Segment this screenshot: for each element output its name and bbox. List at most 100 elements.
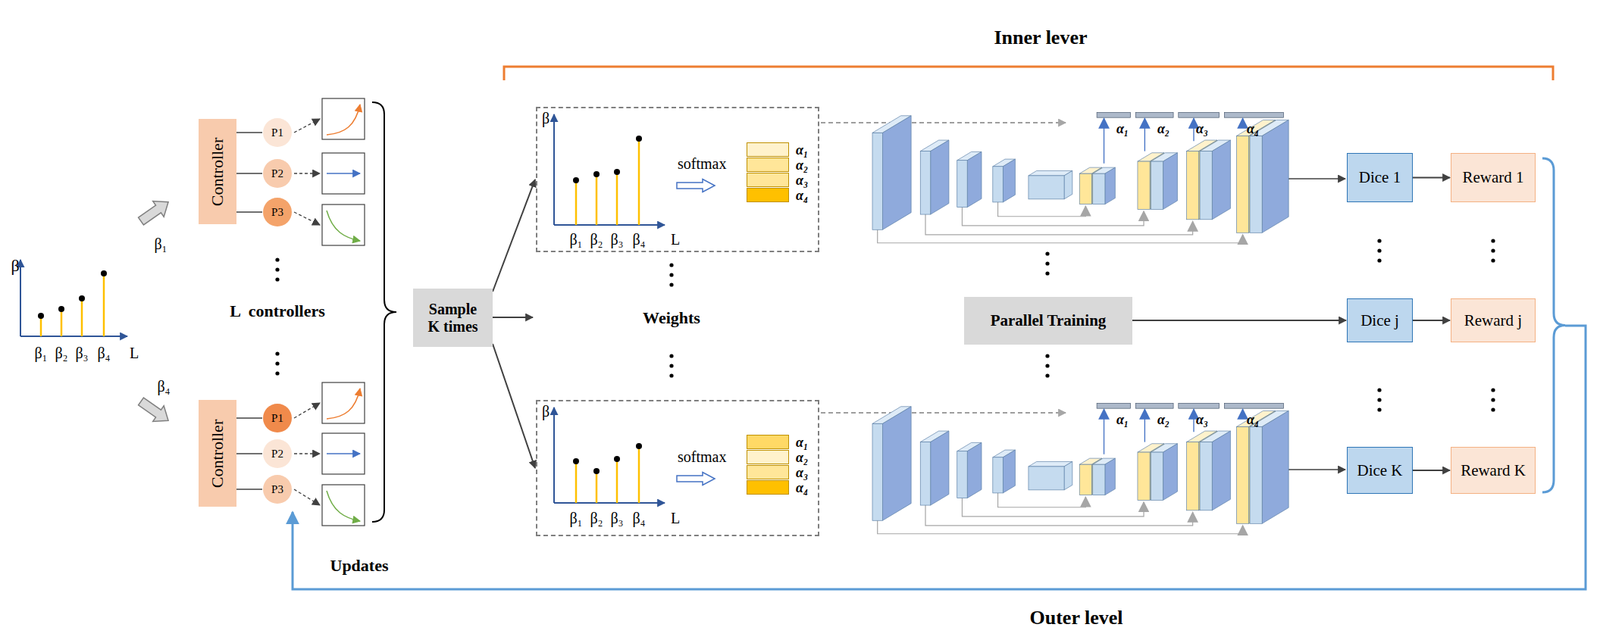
weight-dot [593, 171, 600, 178]
heading-label: α₄ [1246, 413, 1259, 429]
ellipsis-dot [1377, 407, 1381, 412]
alpha-arrow [1192, 118, 1194, 142]
block-side [1211, 431, 1231, 511]
weight-bar [616, 459, 619, 504]
chart-axis [554, 502, 665, 505]
connector [1412, 177, 1450, 179]
block-arrow [135, 194, 174, 229]
alpha-bar [1135, 112, 1174, 118]
block-front [1137, 452, 1150, 501]
alpha-bar [1224, 403, 1284, 409]
alpha-arrow [1144, 410, 1146, 443]
alpha-weight-cell: α₁ [746, 435, 790, 450]
alpha-weight-cell: α₂ [746, 450, 790, 465]
ellipsis-dot [1490, 407, 1495, 412]
ellipsis-dot [1490, 248, 1495, 253]
trend-plot [322, 433, 365, 475]
connector [1132, 319, 1347, 322]
block-front [1249, 426, 1262, 524]
dice-box: Dice K [1346, 447, 1413, 495]
axis-label: β [541, 109, 550, 127]
ellipsis-dot [1377, 397, 1381, 402]
dice-box: Dice 1 [1346, 153, 1413, 203]
parameter-circle: P1 [263, 118, 292, 148]
weight-dot [572, 177, 580, 184]
chart-axis [553, 114, 555, 226]
beta-chart [20, 259, 128, 337]
block-front [1236, 426, 1250, 524]
axis-label: β₂ [589, 510, 603, 527]
alpha-weight-cell: α₄ [746, 480, 790, 495]
param-arrow [294, 212, 320, 226]
alpha-bar [1178, 112, 1220, 118]
block-side [967, 442, 982, 498]
ellipsis-dot [669, 363, 674, 368]
alpha-weight-cell: α₃ [746, 465, 790, 480]
block-side [1149, 153, 1165, 210]
block-front [1236, 135, 1250, 233]
weight-bar [595, 174, 599, 226]
param-arrow [294, 489, 320, 506]
heading-label: α₁ [1116, 122, 1129, 138]
chart-axis [20, 335, 128, 338]
parallel-training-box: Parallel Training [964, 297, 1133, 345]
skip-connection [925, 505, 1193, 527]
heading-label: α₃ [1196, 413, 1209, 429]
block-side [1002, 159, 1015, 203]
skip-connection [925, 214, 1193, 235]
weight-dot [613, 456, 620, 463]
trend-plot [322, 204, 365, 246]
ellipsis-dot [275, 371, 279, 376]
node-text: α₄ [795, 479, 808, 496]
block-side [1149, 444, 1165, 501]
reward-box: Reward j [1450, 298, 1536, 343]
block-front [920, 442, 930, 506]
heading-label: Inner lever [994, 27, 1088, 50]
ellipsis-dot [1377, 388, 1381, 392]
ellipsis-dot [669, 373, 674, 378]
parameter-circle: P2 [263, 159, 292, 188]
curly-brace [372, 102, 397, 523]
weight-bar [103, 273, 106, 337]
dice-box: Dice j [1346, 298, 1413, 343]
block-front [872, 423, 883, 521]
block-side [1163, 444, 1178, 501]
connector [236, 417, 263, 420]
connector [236, 488, 263, 491]
block-side [882, 407, 912, 521]
parameter-circle: P3 [263, 197, 292, 227]
weight-bar [60, 309, 63, 337]
ellipsis-dot [1377, 248, 1381, 253]
alpha-arrow [1103, 118, 1105, 164]
dice-arrow [1288, 469, 1346, 471]
ellipsis-dot [275, 351, 279, 356]
block-front [957, 160, 968, 208]
axis-label: β₁ [569, 510, 583, 527]
ellipsis-dot [1045, 353, 1049, 358]
axis-label: β₁ [34, 344, 47, 362]
trend-plot [322, 98, 365, 140]
alpha-weight-cell: α₁ [746, 142, 790, 157]
block-side [1064, 461, 1073, 490]
chart-axis [554, 224, 665, 226]
block-front [872, 132, 883, 230]
ellipsis-dot [669, 282, 674, 287]
connector [492, 179, 536, 292]
alpha-arrow [1242, 118, 1244, 128]
plot-frame [322, 382, 365, 424]
weight-bar [575, 461, 578, 504]
weight-dot [100, 270, 107, 277]
node-text: Reward K [1460, 461, 1526, 481]
node-text: Dice 1 [1358, 168, 1401, 188]
connector [236, 172, 263, 175]
weight-bar [595, 471, 599, 504]
heading-label: Weights [642, 309, 701, 328]
sample-box: Sample K times [413, 288, 493, 348]
block-front [1028, 466, 1065, 491]
block-front [1150, 452, 1163, 501]
connector [1412, 319, 1450, 322]
node-text: P2 [271, 447, 284, 461]
node-text: Parallel Training [990, 311, 1107, 331]
block-front [1079, 173, 1092, 204]
block-front [1186, 442, 1200, 511]
